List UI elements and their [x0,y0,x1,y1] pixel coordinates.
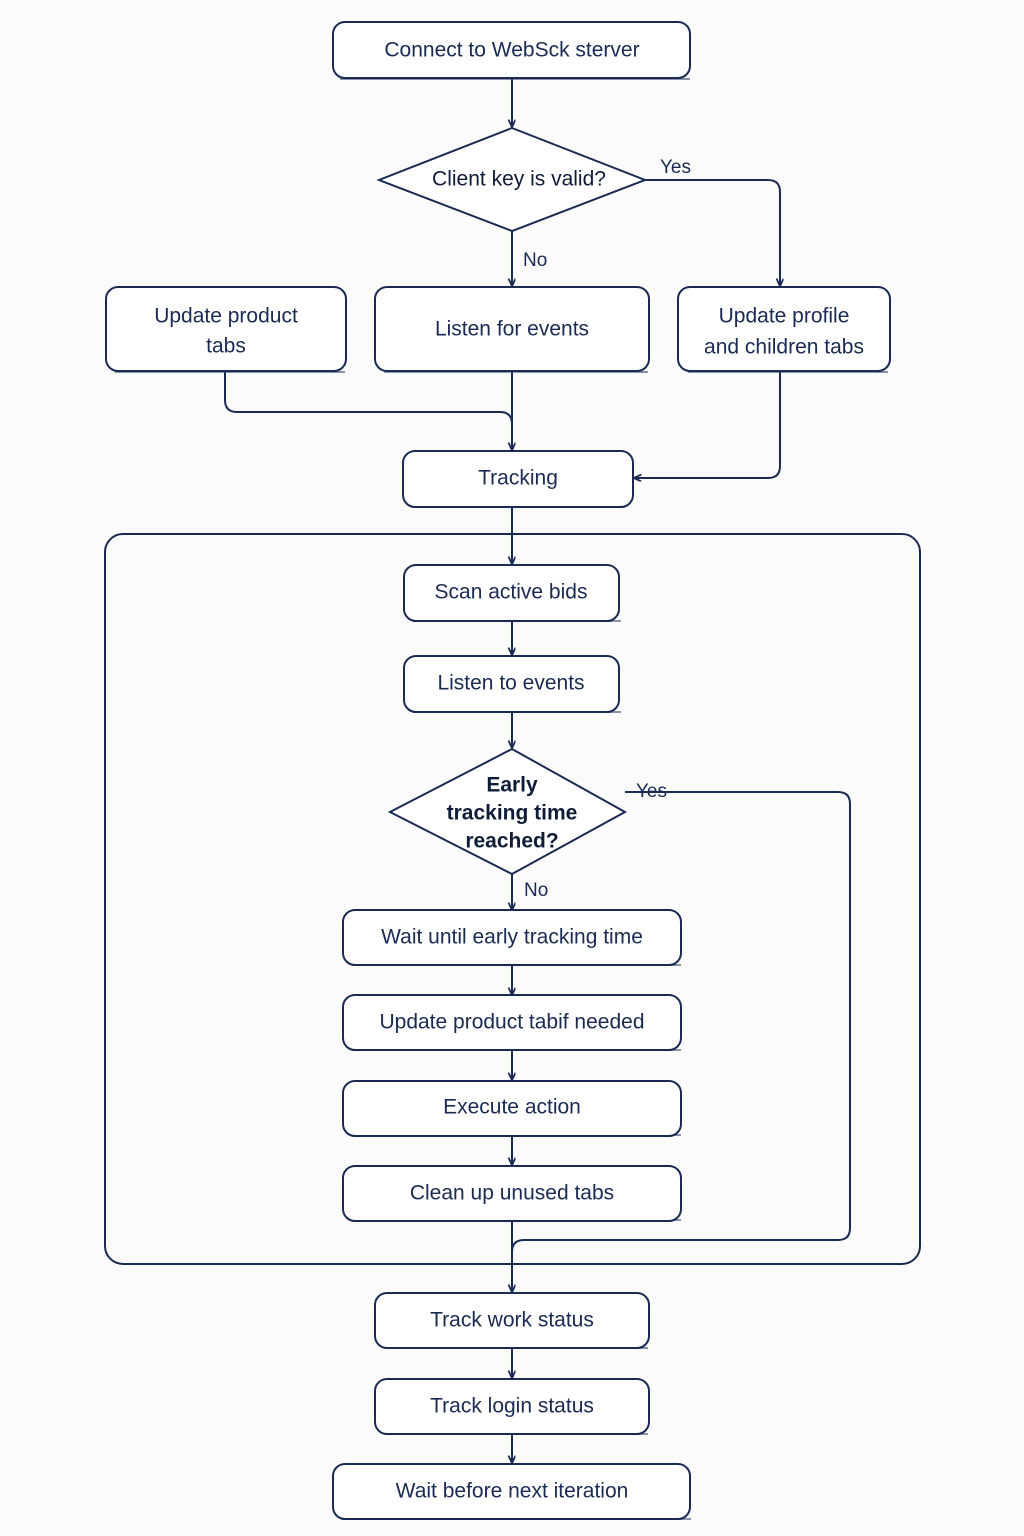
node-execute-action-label: Execute action [443,1096,581,1119]
node-early-tracking-line1: Early [486,774,538,797]
node-connect-label: Connect to WebSck sterver [384,39,639,62]
node-update-profile-children-tabs[interactable]: Update profile and children tabs [677,286,891,373]
node-client-key-label: Client key is valid? [432,168,606,191]
node-track-login-status-label: Track login status [430,1395,594,1418]
node-wait-next-iteration-label: Wait before next iteration [396,1480,629,1503]
node-scan-active-bids-label: Scan active bids [435,581,588,604]
node-scan-active-bids[interactable]: Scan active bids [403,564,621,622]
node-early-tracking-line2: tracking time [447,802,578,825]
node-connect-to-websocket[interactable]: Connect to WebSck sterver [332,21,691,80]
node-listen-to-events[interactable]: Listen to events [403,655,621,713]
node-update-product-tabif-label: Update product tabif needed [379,1011,644,1034]
node-tracking-label: Tracking [478,467,558,490]
node-wait-until-early-tracking-time[interactable]: Wait until early tracking time [342,909,682,966]
node-track-work-status-label: Track work status [430,1309,594,1332]
node-clean-up-unused-tabs[interactable]: Clean up unused tabs [342,1165,682,1222]
node-listen-to-events-label: Listen to events [437,672,584,695]
node-track-work-status[interactable]: Track work status [374,1292,650,1349]
node-update-product-tab-if-needed[interactable]: Update product tabif needed [342,994,682,1051]
node-listen-for-events[interactable]: Listen for events [374,286,650,373]
node-track-login-status[interactable]: Track login status [374,1378,650,1435]
node-update-product-tabs-line2: tabs [206,335,246,358]
node-update-profile-line1: Update profile [719,305,850,328]
node-execute-action[interactable]: Execute action [342,1080,682,1137]
node-wait-before-next-iteration[interactable]: Wait before next iteration [332,1463,691,1520]
node-clean-up-tabs-label: Clean up unused tabs [410,1182,614,1205]
node-update-product-tabs[interactable]: Update product tabs [105,286,347,373]
edge-earlytracking-yes-bypass [511,791,851,1282]
edge-label-client-key-no: No [523,250,547,271]
node-client-key-decision[interactable]: Client key is valid? [376,126,648,233]
edge-label-early-tracking-yes: Yes [636,781,667,802]
node-early-tracking-line3: reached? [465,830,558,853]
edge-updateproducttabs-to-tracking [224,372,513,442]
edge-clientkey-yes-to-updateprofile [645,179,780,286]
node-tracking[interactable]: Tracking [402,450,634,508]
node-update-profile-line2: and children tabs [704,336,864,359]
edge-label-client-key-yes: Yes [660,157,691,178]
edge-updateprofile-to-tracking [634,372,781,478]
node-update-product-tabs-line1: Update product [154,305,298,328]
node-listen-for-events-label: Listen for events [435,318,589,341]
node-early-tracking-decision[interactable]: Early tracking time reached? [387,747,628,876]
node-wait-early-label: Wait until early tracking time [381,926,643,949]
edge-label-early-tracking-no: No [524,880,548,901]
